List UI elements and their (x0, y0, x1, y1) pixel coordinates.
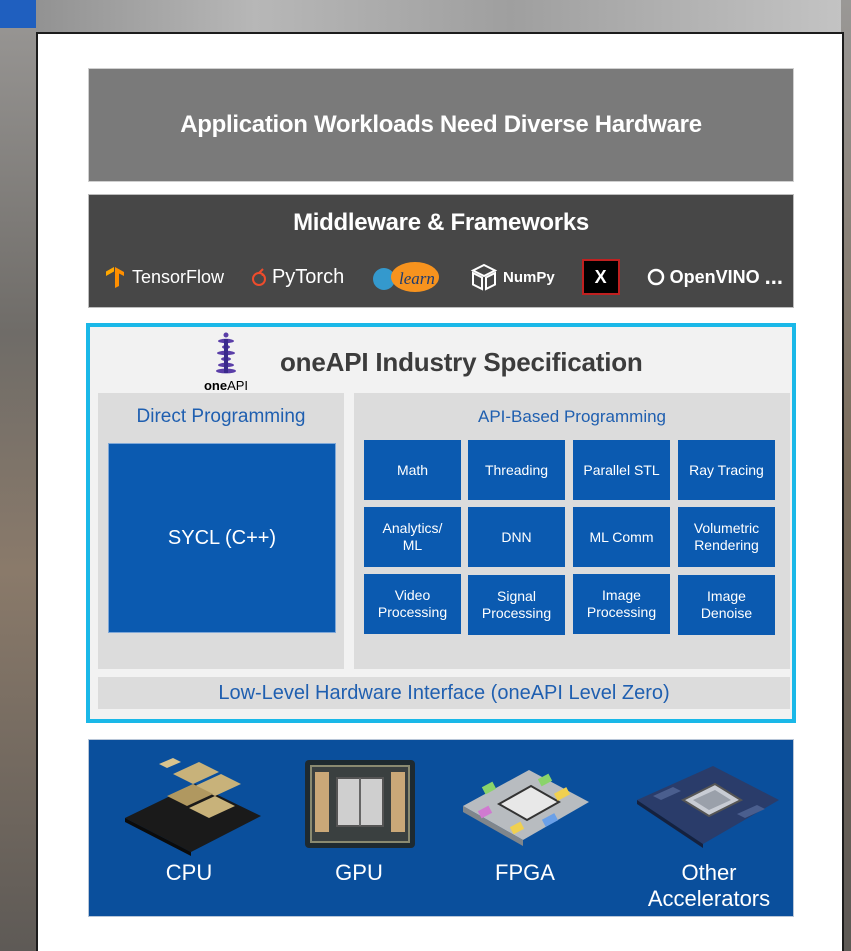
middleware-band: Middleware & Frameworks TensorFlow PyTor… (88, 194, 794, 308)
background-left (0, 0, 36, 951)
hardware-label: FPGA (495, 860, 555, 885)
oneapi-spec-panel: oneAPI oneAPI Industry Specification Dir… (86, 323, 796, 723)
framework-numpy: NumPy (470, 263, 555, 291)
api-tile-ml-comm: ML Comm (573, 507, 670, 567)
api-tile-parallel-stl: Parallel STL (573, 440, 670, 500)
api-tile-video-processing: Video Processing (364, 574, 461, 634)
xgboost-letter: X (594, 266, 607, 287)
hardware-gpu: GPU (289, 740, 429, 918)
background-top (0, 0, 851, 32)
api-tile-analytics-ml: Analytics/ ML (364, 507, 461, 567)
hardware-label: CPU (165, 860, 213, 885)
framework-xgboost: X (581, 259, 620, 295)
oneapi-wordmark: oneAPI (194, 378, 258, 393)
accelerator-chip-icon (637, 766, 779, 848)
api-tile-image-denoise: Image Denoise (678, 575, 775, 635)
numpy-icon (470, 263, 498, 291)
framework-label: TensorFlow (132, 266, 225, 287)
framework-pytorch: PyTorch (251, 266, 344, 289)
xgboost-icon: X (581, 259, 620, 295)
more-frameworks: ... (764, 264, 783, 289)
direct-programming-title: Direct Programming (136, 406, 306, 427)
framework-logos: TensorFlow PyTorch learn (105, 259, 783, 295)
background-right (841, 0, 851, 951)
middleware-title: Middleware & Frameworks (293, 209, 589, 236)
oneapi-wordmark-bold: one (203, 378, 228, 393)
framework-label: PyTorch (271, 265, 345, 288)
oneapi-logo: oneAPI (194, 331, 258, 393)
corner-tab (0, 0, 36, 28)
framework-label: NumPy (503, 268, 555, 286)
low-level-interface-bar: Low-Level Hardware Interface (oneAPI Lev… (98, 677, 790, 709)
sycl-label: SYCL (C++) (167, 526, 277, 549)
framework-tensorflow: TensorFlow (105, 266, 224, 288)
cpu-chip-icon (125, 758, 261, 856)
application-workloads-band: Application Workloads Need Diverse Hardw… (88, 68, 794, 182)
framework-scikit-learn: learn (371, 261, 443, 293)
api-tile-ray-tracing: Ray Tracing (678, 440, 775, 500)
hardware-other-accelerators: Other Accelerators (629, 740, 789, 918)
hardware-label: GPU (335, 860, 383, 885)
hardware-cpu: CPU (109, 740, 269, 918)
hardware-fpga: FPGA (451, 740, 599, 918)
pytorch-icon (251, 268, 266, 286)
openvino-icon (647, 268, 664, 286)
api-based-programming-panel: API-Based Programming Math Threading Par… (354, 393, 790, 669)
gpu-chip-icon (305, 760, 415, 848)
api-tile-signal-processing: Signal Processing (468, 575, 565, 635)
hardware-band: CPU GPU (88, 739, 794, 917)
slide: Application Workloads Need Diverse Hardw… (36, 32, 844, 951)
api-tile-volumetric-rendering: Volumetric Rendering (678, 507, 775, 567)
sycl-block: SYCL (C++) (108, 443, 336, 633)
api-tile-math: Math (364, 440, 461, 500)
hardware-label: Other Accelerators (647, 860, 771, 911)
framework-label: OpenVINO (669, 266, 760, 287)
api-based-programming-title: API-Based Programming (477, 407, 667, 426)
application-workloads-title: Application Workloads Need Diverse Hardw… (180, 111, 702, 138)
api-tile-threading: Threading (468, 440, 565, 500)
api-tile-dnn: DNN (468, 507, 565, 567)
oneapi-wordmark-rest: API (227, 378, 249, 393)
oneapi-spiral-icon (216, 332, 236, 374)
low-level-interface-label: Low-Level Hardware Interface (oneAPI Lev… (218, 681, 670, 704)
tensorflow-icon (106, 267, 124, 288)
scikit-learn-icon: learn (373, 262, 440, 292)
fpga-chip-icon (463, 770, 589, 846)
scikit-learn-text: learn (399, 269, 435, 288)
framework-openvino: OpenVINO ... (647, 264, 783, 290)
api-tile-image-processing: Image Processing (573, 574, 670, 634)
spec-title: oneAPI Industry Specification (280, 347, 643, 377)
direct-programming-panel: Direct Programming SYCL (C++) (98, 393, 344, 669)
